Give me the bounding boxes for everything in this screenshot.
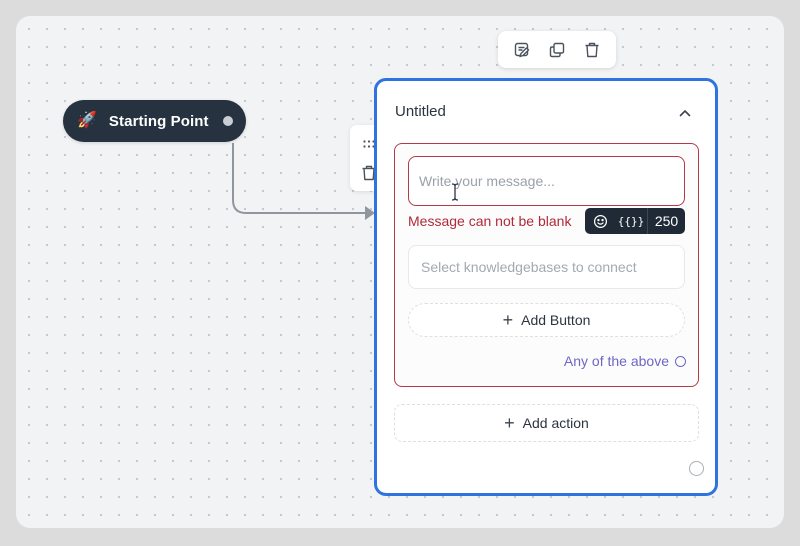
toolbar-divider: [647, 208, 648, 234]
delete-node-button[interactable]: [579, 37, 605, 63]
rocket-icon: 🚀: [77, 112, 97, 129]
collapse-button[interactable]: [675, 103, 695, 123]
duplicate-icon: [549, 42, 565, 57]
message-step: Message can not be blank {{}} 250 Select…: [394, 143, 699, 387]
add-button-button[interactable]: + Add Button: [408, 303, 685, 337]
node-output-handle[interactable]: [689, 461, 704, 476]
message-input[interactable]: [408, 156, 685, 206]
add-button-label: Add Button: [521, 312, 591, 328]
rename-button[interactable]: [509, 37, 535, 63]
emoji-icon: [593, 214, 607, 228]
add-action-button[interactable]: + Add action: [394, 404, 699, 442]
emoji-button[interactable]: [585, 208, 615, 234]
any-of-above-label: Any of the above: [563, 353, 669, 369]
variables-button[interactable]: {{}}: [617, 214, 645, 228]
any-of-above-option[interactable]: Any of the above: [564, 353, 686, 369]
rename-icon: [514, 42, 529, 57]
delete-step-button[interactable]: [356, 160, 382, 186]
plus-icon: +: [504, 413, 515, 433]
start-node-output-handle[interactable]: [223, 116, 233, 126]
error-message: Message can not be blank: [408, 213, 572, 229]
trash-icon: [362, 165, 376, 180]
plus-icon: +: [502, 310, 514, 330]
node-title[interactable]: Untitled: [395, 103, 446, 120]
message-node[interactable]: Untitled Message can not be blank {{}}: [374, 78, 718, 496]
trash-icon: [585, 42, 599, 57]
canvas[interactable]: 🚀 Starting Point: [16, 16, 784, 528]
add-action-label: Add action: [522, 415, 589, 431]
text-cursor-icon: [451, 183, 459, 201]
character-count: 250: [654, 213, 679, 229]
chevron-up-icon: [679, 110, 691, 117]
start-node-label: Starting Point: [108, 112, 209, 130]
node-toolbar: [498, 31, 616, 68]
duplicate-button[interactable]: [544, 37, 570, 63]
start-node[interactable]: 🚀 Starting Point: [63, 100, 246, 142]
knowledgebase-select[interactable]: Select knowledgebases to connect: [408, 245, 685, 289]
any-of-above-handle[interactable]: [675, 355, 686, 367]
message-mini-toolbar: {{}} 250: [585, 208, 685, 234]
